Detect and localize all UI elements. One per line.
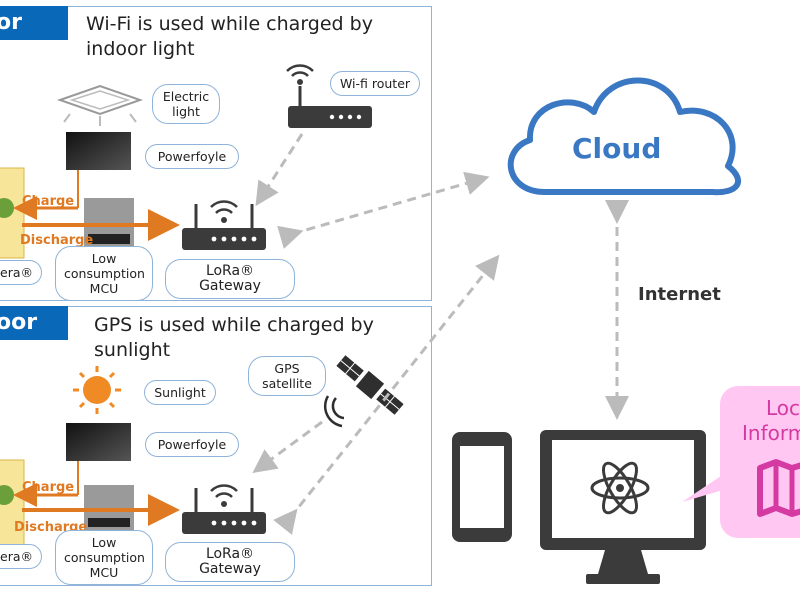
sun-icon — [73, 366, 121, 414]
electric-light-label: Electric light — [152, 84, 220, 124]
indoor-tag: or — [0, 6, 68, 40]
mcu-board-icon — [84, 485, 134, 530]
smartphone-icon — [452, 432, 512, 542]
lora-gateway-icon — [182, 200, 266, 250]
cloud-icon — [507, 77, 742, 196]
discharge-label-indoor: Discharge — [20, 233, 94, 248]
satellite-to-gateway-arrow — [252, 420, 323, 474]
outdoor-tag: oor — [0, 306, 68, 340]
outdoor-gateway-to-cloud-arrow — [273, 254, 500, 535]
wifi-router-label: Wi-fi router — [330, 71, 420, 96]
location-line1: Loc — [766, 396, 800, 420]
map-icon — [757, 459, 800, 517]
mcu-label-indoor: Low consumption MCU — [55, 246, 153, 301]
lora-gateway-icon — [182, 484, 266, 534]
device-label-indoor: era® — [0, 260, 42, 285]
router-to-gateway-arrow — [255, 133, 304, 207]
internet-label: Internet — [638, 284, 721, 305]
sunlight-label: Sunlight — [144, 380, 216, 405]
gateway-label-outdoor: LoRa® Gateway — [165, 542, 295, 582]
location-info-bubble: Loc Inform — [720, 386, 800, 538]
cloud-label: Cloud — [572, 132, 662, 165]
charge-label-outdoor: Charge — [22, 480, 75, 495]
location-line2: Inform — [742, 421, 800, 445]
indoor-title-line1: Wi-Fi is used while charged by — [86, 13, 373, 35]
device-label-outdoor: era® — [0, 544, 42, 569]
powerfoyle-label-indoor: Powerfoyle — [145, 144, 239, 169]
gps-satellite-label: GPS satellite — [248, 356, 326, 396]
atom-icon — [590, 461, 650, 515]
powerfoyle-label-outdoor: Powerfoyle — [145, 432, 239, 457]
location-bubble-tail — [682, 470, 730, 502]
wifi-router-icon — [286, 64, 372, 128]
solar-panel-icon — [66, 132, 131, 170]
solar-panel-icon — [66, 423, 131, 461]
indoor-title: Wi-Fi is used while charged by indoor li… — [86, 12, 373, 62]
outdoor-title-line2: sunlight — [94, 339, 171, 361]
mcu-label-outdoor: Low consumption MCU — [55, 530, 153, 585]
gateway-label-indoor: LoRa® Gateway — [165, 259, 295, 299]
gateway-to-cloud-arrow — [277, 171, 490, 249]
charge-label-indoor: Charge — [22, 194, 75, 209]
indoor-title-line2: indoor light — [86, 38, 195, 60]
ceiling-light-icon — [56, 84, 144, 126]
